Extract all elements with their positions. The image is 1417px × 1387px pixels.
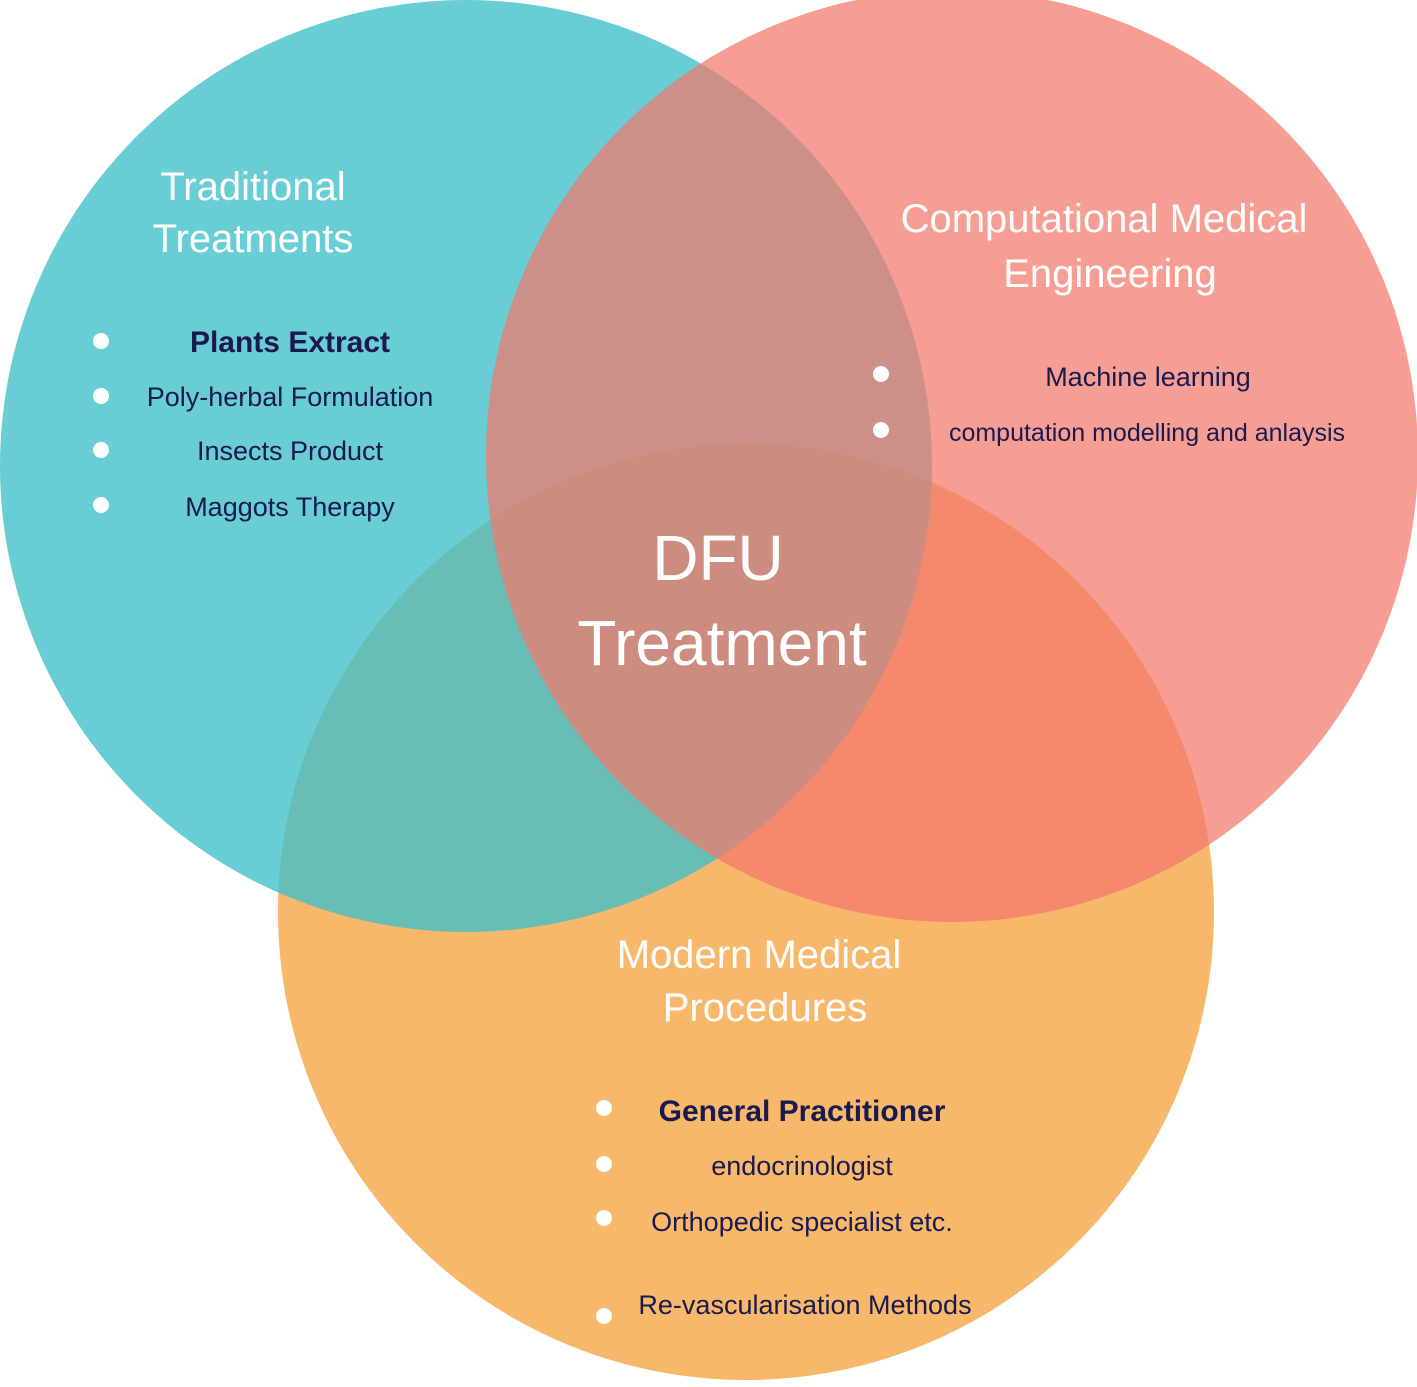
traditional-heading-line2: Treatments bbox=[153, 217, 354, 261]
modern-item: Re-vascularisation Methods bbox=[638, 1290, 971, 1320]
bullet-icon bbox=[596, 1308, 612, 1324]
computational-heading-line2: Engineering bbox=[1003, 252, 1217, 296]
bullet-icon bbox=[596, 1100, 612, 1116]
bullet-icon bbox=[873, 366, 889, 382]
modern-item: Orthopedic specialist etc. bbox=[651, 1207, 953, 1237]
modern-item: endocrinologist bbox=[711, 1151, 893, 1181]
circle-computational-engineering bbox=[486, 0, 1417, 922]
bullet-icon bbox=[596, 1156, 612, 1172]
traditional-heading-line1: Traditional bbox=[160, 165, 345, 209]
computational-heading-line1: Computational Medical bbox=[901, 197, 1308, 241]
computational-item: Machine learning bbox=[1045, 362, 1251, 392]
bullet-icon bbox=[93, 442, 109, 458]
bullet-icon bbox=[93, 333, 109, 349]
computational-item: computation modelling and anlaysis bbox=[949, 419, 1345, 447]
modern-heading-line1: Modern Medical bbox=[617, 933, 902, 977]
traditional-item: Maggots Therapy bbox=[185, 492, 395, 522]
modern-item: General Practitioner bbox=[659, 1095, 946, 1128]
traditional-item: Plants Extract bbox=[190, 326, 390, 359]
bullet-icon bbox=[596, 1210, 612, 1226]
center-title-line2: Treatment bbox=[577, 607, 867, 679]
traditional-item: Poly-herbal Formulation bbox=[147, 382, 434, 412]
bullet-icon bbox=[93, 497, 109, 513]
modern-heading-line2: Procedures bbox=[663, 986, 868, 1030]
center-title-line1: DFU bbox=[652, 522, 784, 594]
bullet-icon bbox=[93, 388, 109, 404]
bullet-icon bbox=[873, 422, 889, 438]
traditional-item: Insects Product bbox=[197, 436, 384, 466]
